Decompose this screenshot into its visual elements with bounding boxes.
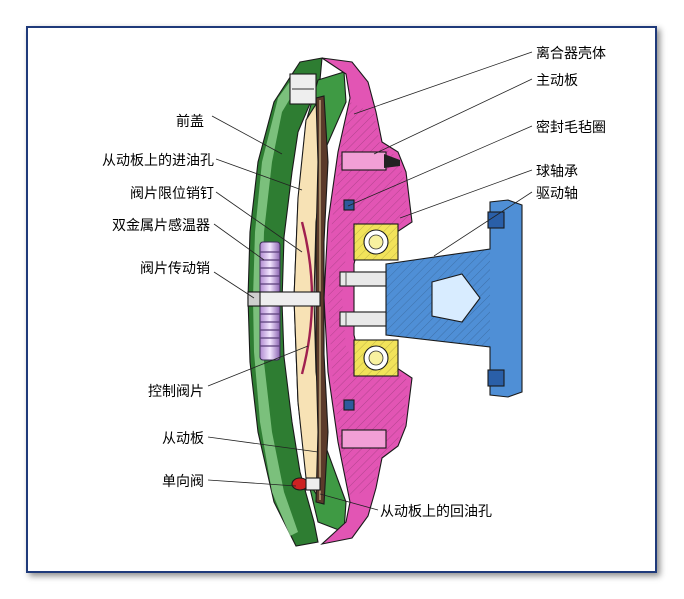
label-front-cover: 前盖	[176, 113, 204, 130]
shaft-bolts	[339, 271, 387, 327]
check-valve	[291, 477, 321, 491]
ball-bearing-bottom	[353, 339, 399, 377]
right-labels: 离合器壳体 主动板 密封毛毡圈 球轴承 驱动轴	[536, 45, 606, 202]
label-bimetal-sensor: 双金属片感温器	[112, 217, 210, 234]
fan-clutch-diagram: 前盖 从动板上的进油孔 阀片限位销钉 双金属片感温器 阀片传动销 控制阀片 从动…	[102, 45, 606, 547]
label-clutch-housing: 离合器壳体	[536, 45, 606, 62]
label-valve-limit-pin: 阀片限位销钉	[130, 186, 214, 202]
label-return-hole: 从动板上的回油孔	[380, 504, 492, 520]
label-driven-plate: 从动板	[162, 431, 204, 447]
label-driving-plate: 主动板	[536, 73, 578, 89]
label-inlet-hole: 从动板上的进油孔	[102, 153, 214, 169]
cover-screw	[289, 73, 317, 105]
valve-drive-pin	[247, 291, 321, 307]
label-drive-shaft: 驱动轴	[536, 186, 578, 202]
label-check-valve: 单向阀	[162, 474, 204, 490]
driven-plate	[315, 95, 329, 505]
felt-seal-top	[343, 199, 355, 211]
felt-seal-bottom	[343, 399, 355, 411]
drive-shaft	[385, 199, 523, 398]
label-valve-drive-pin: 阀片传动销	[140, 261, 210, 277]
label-control-valve: 控制阀片	[148, 384, 204, 400]
left-labels: 前盖 从动板上的进油孔 阀片限位销钉 双金属片感温器 阀片传动销 控制阀片 从动…	[102, 113, 214, 490]
label-ball-bearing: 球轴承	[536, 164, 578, 180]
ball-bearing-top	[353, 223, 399, 261]
label-felt-seal: 密封毛毡圈	[536, 119, 606, 136]
leader-lines	[207, 51, 533, 511]
figure-frame: 前盖 从动板上的进油孔 阀片限位销钉 双金属片感温器 阀片传动销 控制阀片 从动…	[26, 26, 657, 573]
